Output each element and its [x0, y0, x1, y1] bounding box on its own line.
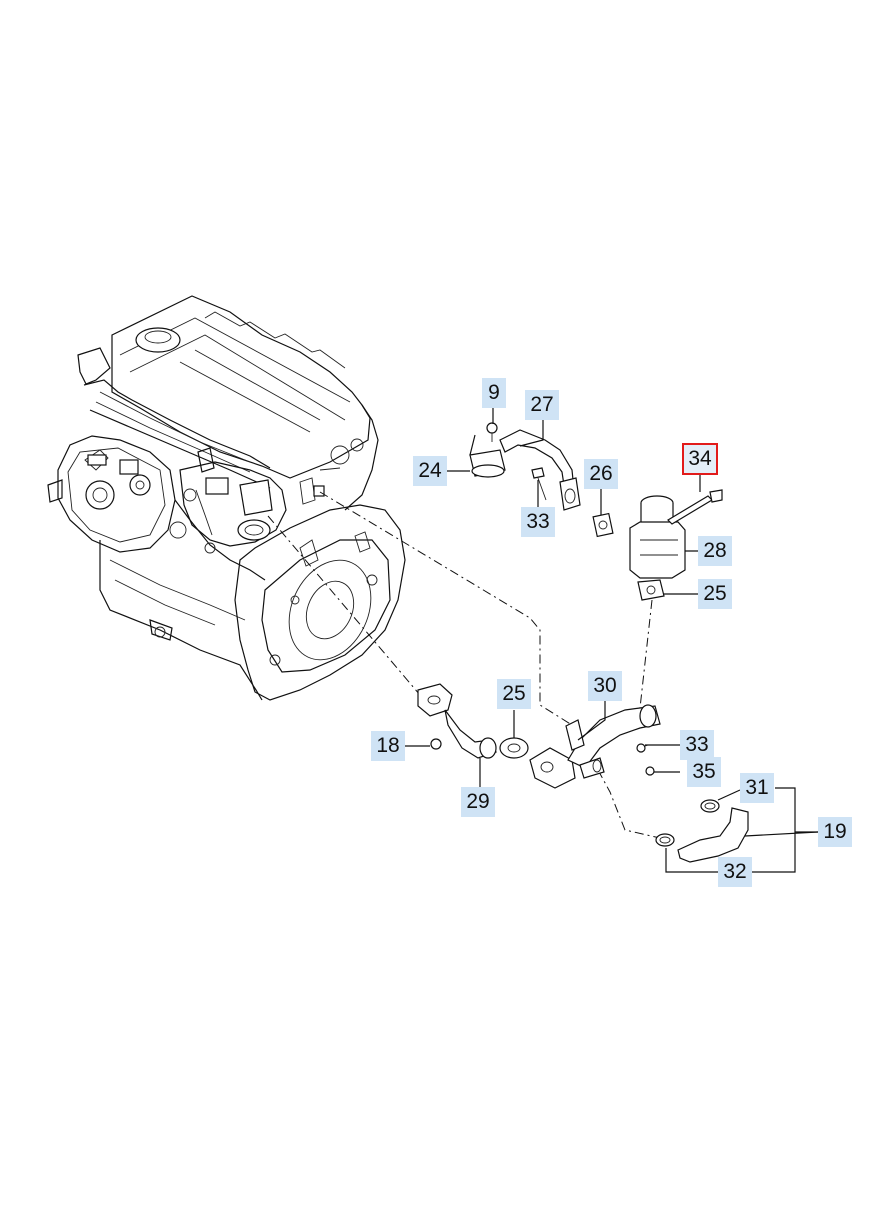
callout-27[interactable]: 27 [525, 390, 559, 420]
callout-34-selected[interactable]: 34 [682, 443, 718, 475]
callout-leaders [405, 408, 819, 873]
callout-31[interactable]: 31 [740, 773, 774, 803]
callout-25-upper[interactable]: 25 [698, 579, 732, 609]
callout-24[interactable]: 24 [413, 456, 447, 486]
callout-35[interactable]: 35 [687, 757, 721, 787]
callout-32[interactable]: 32 [718, 857, 752, 887]
callout-25-lower[interactable]: 25 [497, 679, 531, 709]
egr-pipe-lower [417, 683, 661, 789]
callout-26[interactable]: 26 [584, 459, 618, 489]
callout-28[interactable]: 28 [698, 536, 732, 566]
egr-valve [629, 489, 723, 601]
egr-pipe-upper [469, 422, 614, 538]
callout-18[interactable]: 18 [371, 731, 405, 761]
dashed-leader-lines [267, 491, 661, 839]
callout-29[interactable]: 29 [461, 787, 495, 817]
callout-33-lower[interactable]: 33 [680, 730, 714, 760]
callout-19[interactable]: 19 [818, 817, 852, 847]
callout-30[interactable]: 30 [588, 671, 622, 701]
engine-block-illustration [47, 295, 406, 701]
callout-33-upper[interactable]: 33 [521, 507, 555, 537]
hose-assembly [655, 799, 749, 863]
callout-9[interactable]: 9 [482, 378, 506, 408]
